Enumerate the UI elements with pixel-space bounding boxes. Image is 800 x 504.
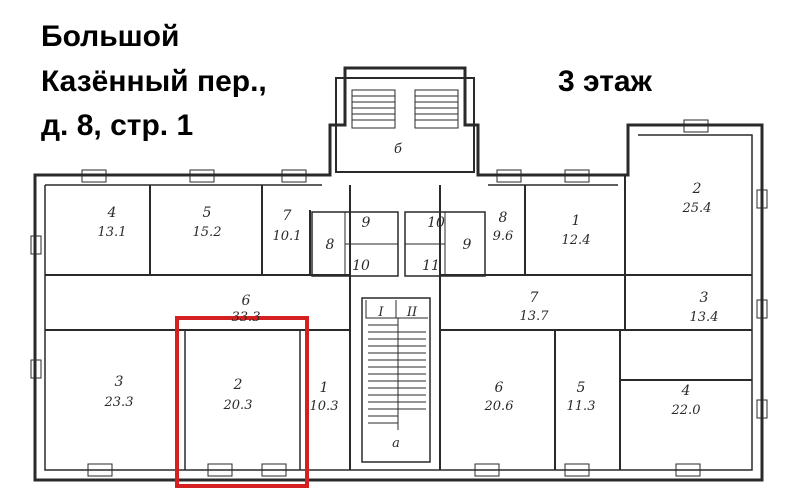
stair-labels: б а I II (377, 142, 418, 451)
room-area: 9.6 (493, 229, 514, 244)
room-number: 6 (495, 380, 504, 396)
room-area: 20.3 (223, 398, 253, 413)
stair-flight-2-label: II (406, 305, 418, 320)
street-title-line2: Казённый пер., (41, 65, 267, 98)
room-area: 13.1 (98, 225, 127, 240)
room-area: 25.4 (682, 201, 712, 216)
windows (30, 119, 768, 477)
room-number: 5 (577, 380, 586, 396)
room-number: 4 (681, 383, 691, 399)
room-number: 5 (203, 205, 212, 221)
room-number: 1 (320, 380, 329, 396)
room-area: 12.4 (562, 233, 591, 248)
room-number: 10 (352, 258, 370, 274)
room-number: 6 (242, 293, 251, 309)
building-address-line: д. 8, стр. 1 (41, 109, 194, 142)
room-area: 33.3 (232, 310, 261, 325)
room-labels: 4 13.1 5 15.2 7 10.1 8 9 10 10 11 9 8 9.… (98, 181, 719, 418)
room-number: 11 (422, 258, 440, 274)
outer-walls (33, 66, 764, 482)
room-number: 8 (326, 237, 335, 253)
highlighted-room-frame (175, 316, 309, 488)
room-number: 7 (530, 290, 539, 306)
interior-walls (45, 175, 752, 470)
room-area: 11.3 (567, 399, 596, 414)
street-title-line1: Большой (41, 20, 180, 53)
staircase-a-label: а (392, 436, 400, 451)
room-area: 22.0 (671, 403, 701, 418)
room-number: 10 (427, 215, 445, 231)
room-area: 10.1 (273, 229, 302, 244)
room-number: 1 (572, 213, 581, 229)
room-number: 9 (463, 237, 472, 253)
stair-flight-1-label: I (377, 305, 384, 320)
room-number: 3 (115, 374, 124, 390)
room-number: 4 (107, 205, 117, 221)
room-number: 9 (362, 215, 371, 231)
room-number: 7 (283, 208, 292, 224)
room-area: 13.7 (520, 309, 550, 324)
room-number: 2 (692, 181, 702, 197)
room-number: 3 (700, 290, 709, 306)
floor-label: 3 этаж (558, 65, 652, 98)
room-area: 13.4 (690, 310, 719, 325)
room-area: 10.3 (310, 399, 339, 414)
room-number: 2 (233, 377, 243, 393)
room-number: 8 (499, 210, 508, 226)
room-area: 15.2 (193, 225, 222, 240)
room-area: 23.3 (104, 395, 134, 410)
room-area: 20.6 (484, 399, 514, 414)
staircase-b-label: б (394, 142, 402, 157)
